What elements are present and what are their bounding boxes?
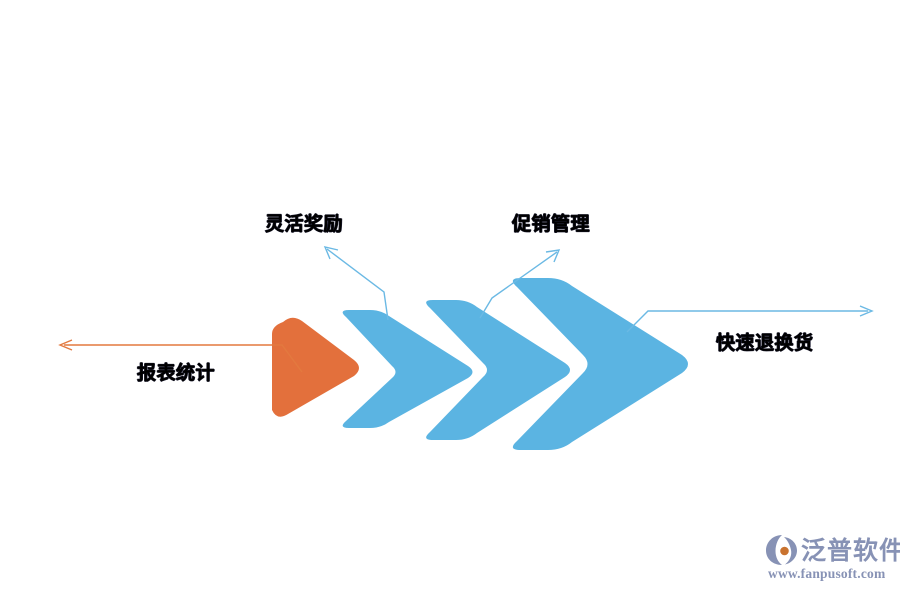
orange-triangle[interactable]: [272, 317, 359, 417]
callout-label-promotion-mgmt: 促销管理: [512, 214, 591, 235]
callout-label-flexible-reward: 灵活奖励: [265, 214, 344, 235]
blue-chevron-3[interactable]: [512, 278, 688, 450]
callout-label-fast-return: 快速退换货: [716, 333, 814, 354]
callout-label-report-stats: 报表统计: [137, 363, 216, 384]
watermark: 泛普软件 www.fanpusoft.com: [765, 530, 900, 588]
blue-chevron-2[interactable]: [426, 300, 570, 440]
report-stats-leader-line: [64, 344, 303, 373]
callout-connector-report-stats[interactable]: [58, 339, 303, 373]
promotion-mgmt-arrowhead-icon: [545, 249, 561, 263]
fast-return-leader-line: [626, 310, 868, 333]
shape-group: [272, 278, 688, 450]
fast-return-arrowhead-icon: [859, 305, 874, 317]
blue-chevron-1[interactable]: [342, 310, 473, 428]
fanpu-swirl-logo-icon: [766, 535, 797, 565]
report-stats-arrowhead-icon: [58, 339, 73, 351]
callout-connector-flexible-reward[interactable]: [323, 246, 389, 321]
promotion-mgmt-leader-line: [479, 251, 558, 319]
watermark-brand: 泛普软件: [801, 537, 900, 565]
callout-connector-promotion-mgmt[interactable]: [479, 249, 561, 319]
watermark-url: www.fanpusoft.com: [768, 566, 886, 581]
flexible-reward-leader-line: [326, 248, 389, 321]
flexible-reward-arrowhead-icon: [323, 246, 339, 260]
callout-connector-fast-return[interactable]: [626, 305, 874, 333]
